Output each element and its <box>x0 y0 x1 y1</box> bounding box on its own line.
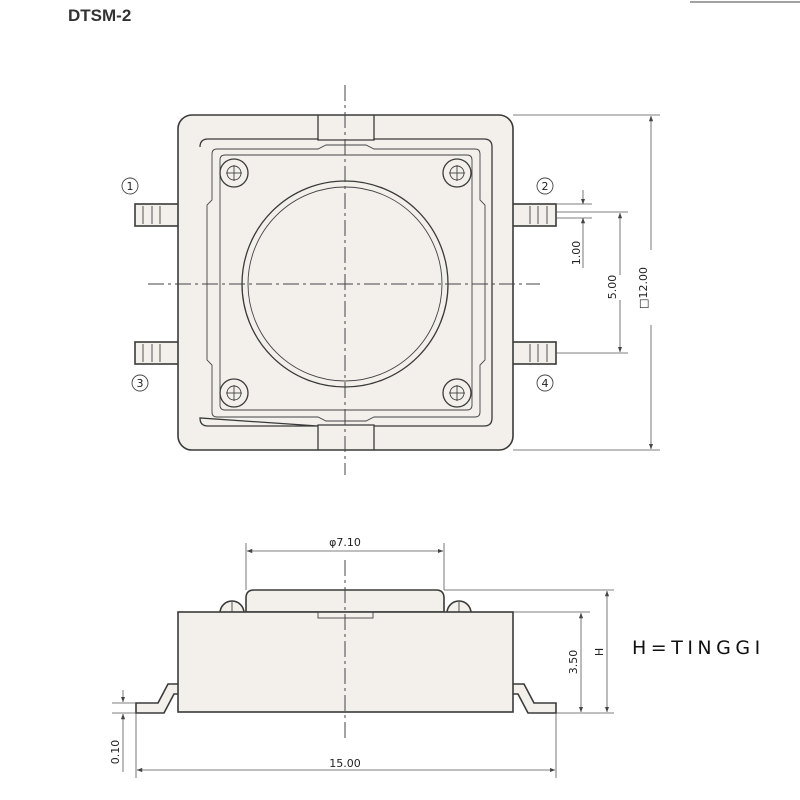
lead-left <box>135 683 178 714</box>
lead-top-left <box>134 203 180 227</box>
lead-right <box>513 683 557 714</box>
svg-text:2: 2 <box>542 180 549 193</box>
side-view: φ7.10 3.50 H 0.10 15. <box>109 536 614 778</box>
page-title: DTSM-2 <box>68 6 132 25</box>
svg-text:4: 4 <box>542 377 549 390</box>
svg-text:3.50: 3.50 <box>567 650 580 675</box>
lead-bottom-right <box>511 341 557 365</box>
pin-label-2: 2 <box>536 177 554 195</box>
dim-total-height: H <box>444 589 614 713</box>
svg-text:5.00: 5.00 <box>606 275 619 300</box>
dim-lead-thickness: 0.10 <box>109 690 136 772</box>
dim-actuator-diameter: φ7.10 <box>245 536 445 590</box>
svg-text:φ7.10: φ7.10 <box>329 536 361 549</box>
svg-text:H: H <box>593 648 606 656</box>
mounting-hole-tl <box>219 158 249 188</box>
mounting-hole-bl <box>219 378 249 408</box>
lead-bottom-left <box>134 341 180 365</box>
height-note: H=TINGGI <box>632 637 765 659</box>
svg-text:1: 1 <box>127 180 134 193</box>
svg-text:15.00: 15.00 <box>329 757 361 770</box>
lead-top-right <box>511 203 557 227</box>
dim-pin-spacing: 5.00 <box>556 211 628 354</box>
dim-body-height: 3.50 <box>513 611 614 714</box>
svg-text:0.10: 0.10 <box>109 740 122 765</box>
svg-text:□12.00: □12.00 <box>637 267 650 309</box>
dim-body-square: □12.00 <box>513 114 660 451</box>
dim-pin-pitch: 1.00 <box>556 190 592 268</box>
mounting-hole-br <box>442 378 472 408</box>
pin-label-3: 3 <box>131 374 149 392</box>
svg-text:1.00: 1.00 <box>570 241 583 266</box>
svg-text:3: 3 <box>137 377 144 390</box>
mounting-hole-tr <box>442 158 472 188</box>
top-view: 1 2 3 4 1.00 5.00 <box>121 85 660 475</box>
dim-overall-length: 15.00 <box>135 713 557 778</box>
pin-label-4: 4 <box>536 374 554 392</box>
pin-label-1: 1 <box>121 177 139 195</box>
